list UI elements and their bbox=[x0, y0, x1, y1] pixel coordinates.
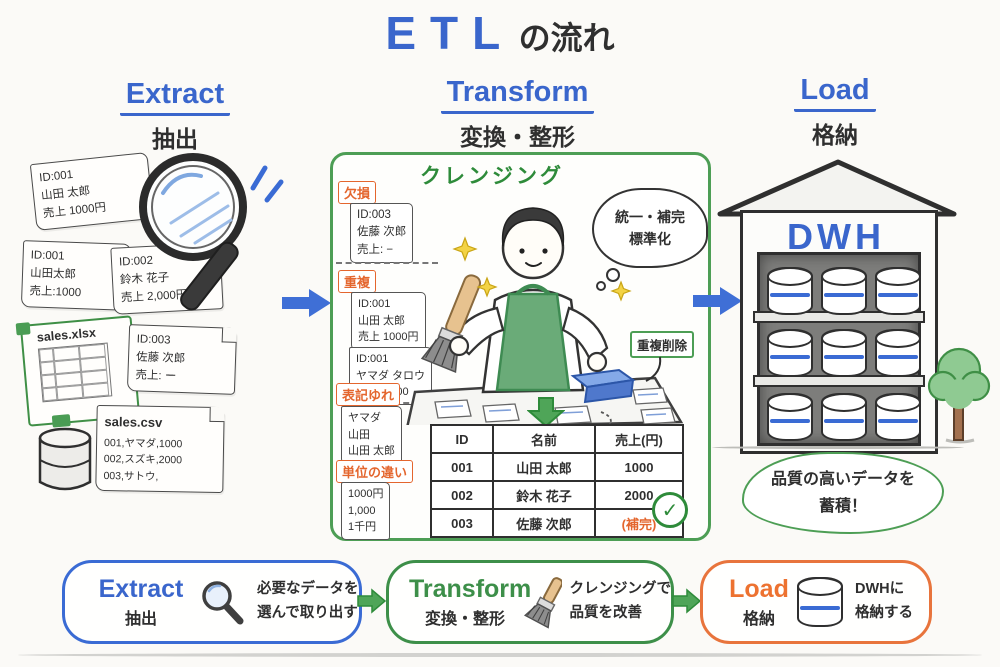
ground-line bbox=[18, 653, 982, 657]
database-cylinder-icon bbox=[821, 329, 867, 377]
transform-header-ja: 変換・整形 bbox=[460, 124, 575, 150]
csv-filename: sales.csv bbox=[104, 414, 163, 431]
cleaned-data-table: ID 名前 売上(円) 001 山田 太郎 1000 002 鈴木 花子 200… bbox=[430, 424, 684, 538]
summary-extract-box: Extract 抽出 必要なデータを 選んで取り出す bbox=[62, 560, 362, 644]
col-sales: 売上(円) bbox=[594, 424, 684, 454]
issue-card-missing: ID:003 佐藤 次郎 売上: − bbox=[350, 203, 414, 263]
cleansing-title: クレンジング bbox=[420, 165, 564, 188]
summary-transform-ja: 変換・整形 bbox=[424, 611, 505, 628]
thought-dot-icon bbox=[606, 268, 620, 282]
dedupe-connector bbox=[645, 356, 662, 382]
issue-label-unit: 単位の違い bbox=[336, 460, 414, 483]
source-database-icon bbox=[38, 427, 92, 491]
xlsx-filename: sales.xlsx bbox=[36, 325, 97, 345]
title-suffix: の流れ bbox=[518, 20, 615, 56]
summary-extract-desc: 必要なデータを 選んで取り出す bbox=[257, 581, 359, 621]
transform-header-en: Transform bbox=[440, 76, 595, 114]
load-header-ja: 格納 bbox=[812, 122, 858, 148]
spreadsheet-grid-icon bbox=[37, 342, 113, 403]
database-cylinder-icon bbox=[767, 393, 813, 441]
database-cylinder-icon bbox=[875, 393, 921, 441]
page-title: ETL の流れ bbox=[0, 6, 1000, 60]
summary-load-box: Load 格納 DWHに 格納する bbox=[700, 560, 932, 644]
dwh-shelf bbox=[753, 252, 925, 446]
tree-icon bbox=[927, 347, 991, 444]
issue-label-duplicate: 重複 bbox=[338, 270, 377, 293]
thought-bubble: 統一・補完 標準化 bbox=[592, 188, 708, 268]
magnifier-icon bbox=[202, 581, 244, 625]
database-icon bbox=[797, 577, 843, 627]
title-etl: ETL bbox=[385, 7, 515, 59]
flow-arrow-2-icon bbox=[693, 287, 742, 315]
summary-transform-box: Transform 変換・整形 クレンジングで 品質を改善 bbox=[386, 560, 674, 644]
database-cylinder-icon bbox=[875, 267, 921, 315]
summary-transform-desc: クレンジングで 品質を改善 bbox=[569, 581, 672, 621]
load-header: Load 格納 bbox=[780, 74, 890, 150]
database-cylinder-icon bbox=[767, 267, 813, 315]
dedupe-label: 重複削除 bbox=[630, 331, 695, 358]
issue-label-missing: 欠損 bbox=[338, 181, 377, 204]
brush-icon bbox=[523, 577, 562, 629]
database-cylinder-icon bbox=[767, 329, 813, 377]
thought-dot-icon bbox=[596, 281, 606, 291]
issue-card-unit: 1000円 1,000 1千円 bbox=[341, 482, 391, 540]
table-row: 001 山田 太郎 1000 bbox=[430, 452, 684, 482]
table-header-row: ID 名前 売上(円) bbox=[430, 424, 684, 454]
down-arrow-icon bbox=[527, 397, 565, 427]
ground-shadow bbox=[712, 446, 964, 449]
summary-arrow-icon bbox=[672, 588, 702, 614]
summary-arrow-icon bbox=[357, 588, 387, 614]
transform-header: Transform 変換・整形 bbox=[435, 76, 600, 152]
summary-transform-en: Transform bbox=[409, 575, 532, 603]
issue-label-notation: 表記ゆれ bbox=[336, 383, 401, 406]
table-row: 003 佐藤 次郎 (補完) bbox=[430, 508, 684, 538]
database-cylinder-icon bbox=[821, 393, 867, 441]
summary-extract-en: Extract bbox=[98, 575, 184, 603]
database-cylinder-icon bbox=[875, 329, 921, 377]
quality-bubble: 品質の高いデータを 蓄積！ bbox=[742, 452, 944, 534]
load-header-en: Load bbox=[794, 74, 876, 112]
xlsx-tab-icon bbox=[15, 322, 31, 336]
col-name: 名前 bbox=[492, 424, 596, 454]
flow-arrow-1-icon bbox=[282, 289, 331, 317]
extract-header: Extract 抽出 bbox=[100, 78, 250, 154]
extract-header-en: Extract bbox=[119, 78, 231, 116]
summary-load-ja: 格納 bbox=[742, 611, 775, 628]
database-cylinder-icon bbox=[821, 267, 867, 315]
fold-corner-icon bbox=[209, 406, 225, 423]
summary-load-desc: DWHに 格納する bbox=[855, 581, 913, 621]
person-cleaning-illustration bbox=[406, 207, 684, 425]
magnifier-illustration-icon bbox=[139, 153, 284, 311]
csv-file-card: sales.csv 001,ヤマダ,1000 002,スズキ,2000 003,… bbox=[95, 404, 225, 494]
summary-load-en: Load bbox=[729, 575, 789, 603]
table-row: 002 鈴木 花子 2000 bbox=[430, 480, 684, 510]
summary-extract-ja: 抽出 bbox=[124, 611, 157, 628]
dwh-label: DWH bbox=[787, 216, 885, 257]
issue-card-duplicate-1: ID:001 山田 太郎 売上 1000円 bbox=[351, 292, 426, 350]
divider bbox=[336, 262, 438, 264]
col-id: ID bbox=[430, 424, 494, 454]
extract-header-ja: 抽出 bbox=[152, 126, 198, 152]
check-icon: ✓ bbox=[652, 492, 688, 528]
issue-card-notation: ヤマダ 山田 山田 太郎 bbox=[341, 406, 403, 464]
